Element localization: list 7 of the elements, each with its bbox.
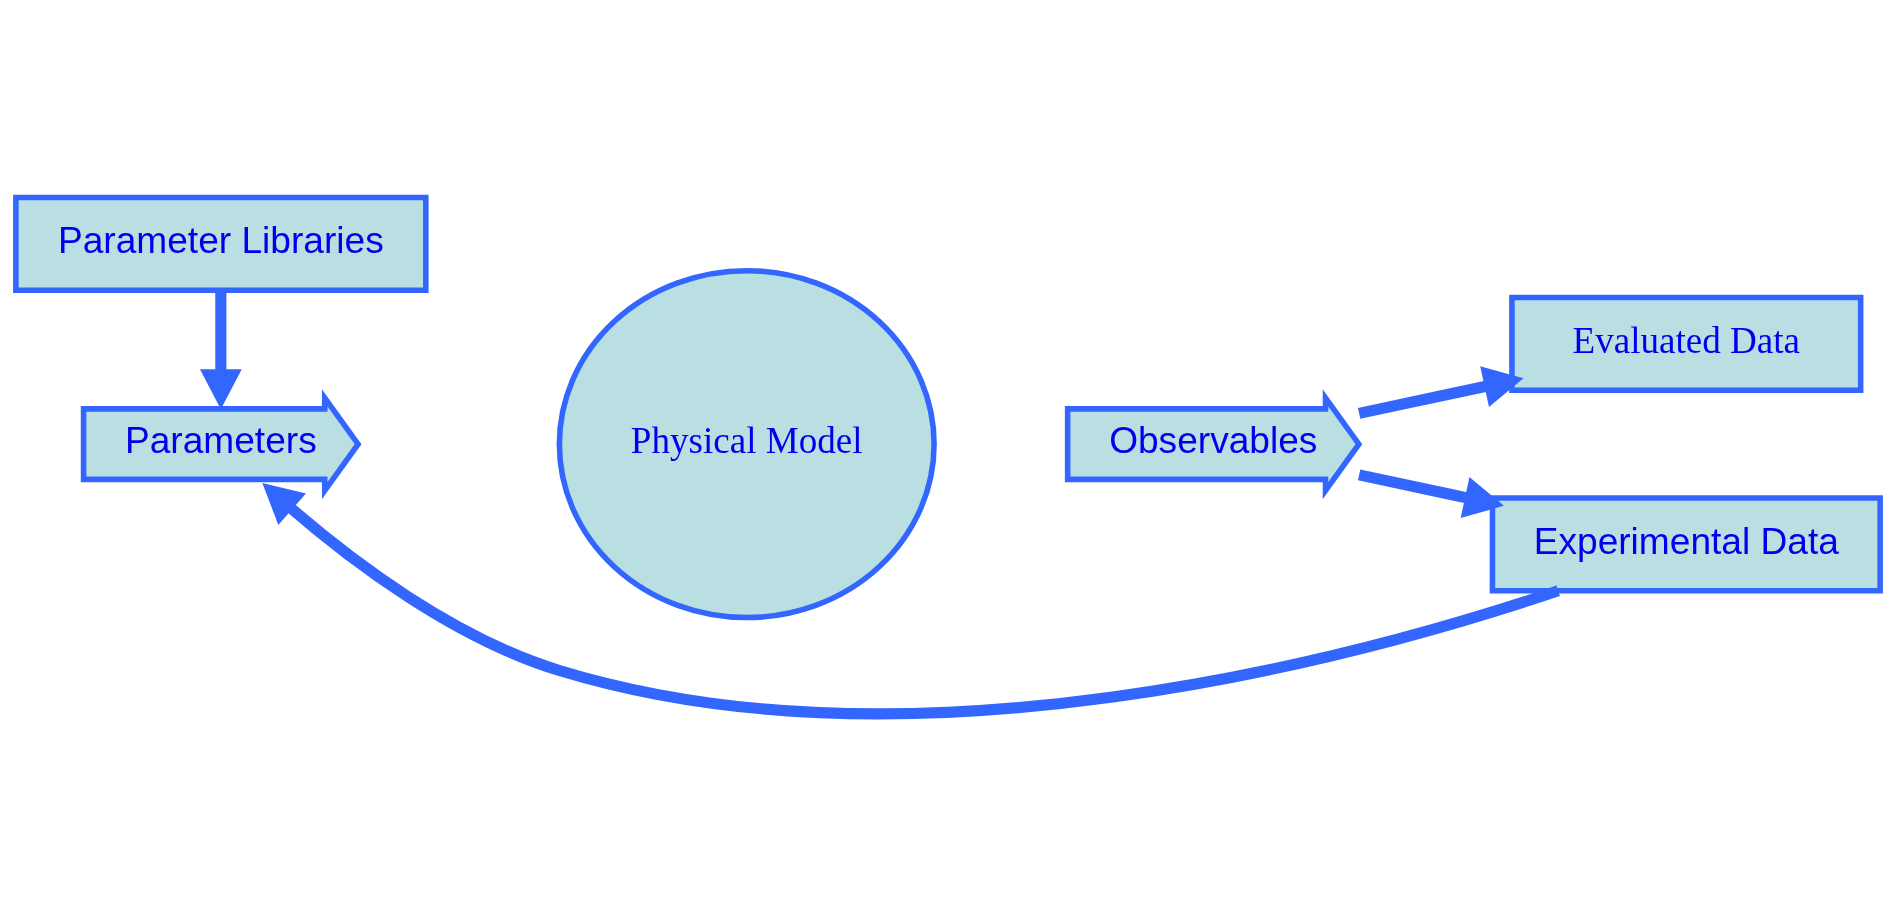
arrow [262, 482, 1560, 719]
node-box: Experimental Data [1489, 495, 1883, 594]
arrow [1357, 366, 1524, 419]
arrow [1357, 469, 1504, 518]
node-circle: Physical Model [556, 267, 937, 621]
node-box: Evaluated Data [1509, 294, 1864, 394]
node-box: Parameter Libraries [13, 194, 429, 293]
